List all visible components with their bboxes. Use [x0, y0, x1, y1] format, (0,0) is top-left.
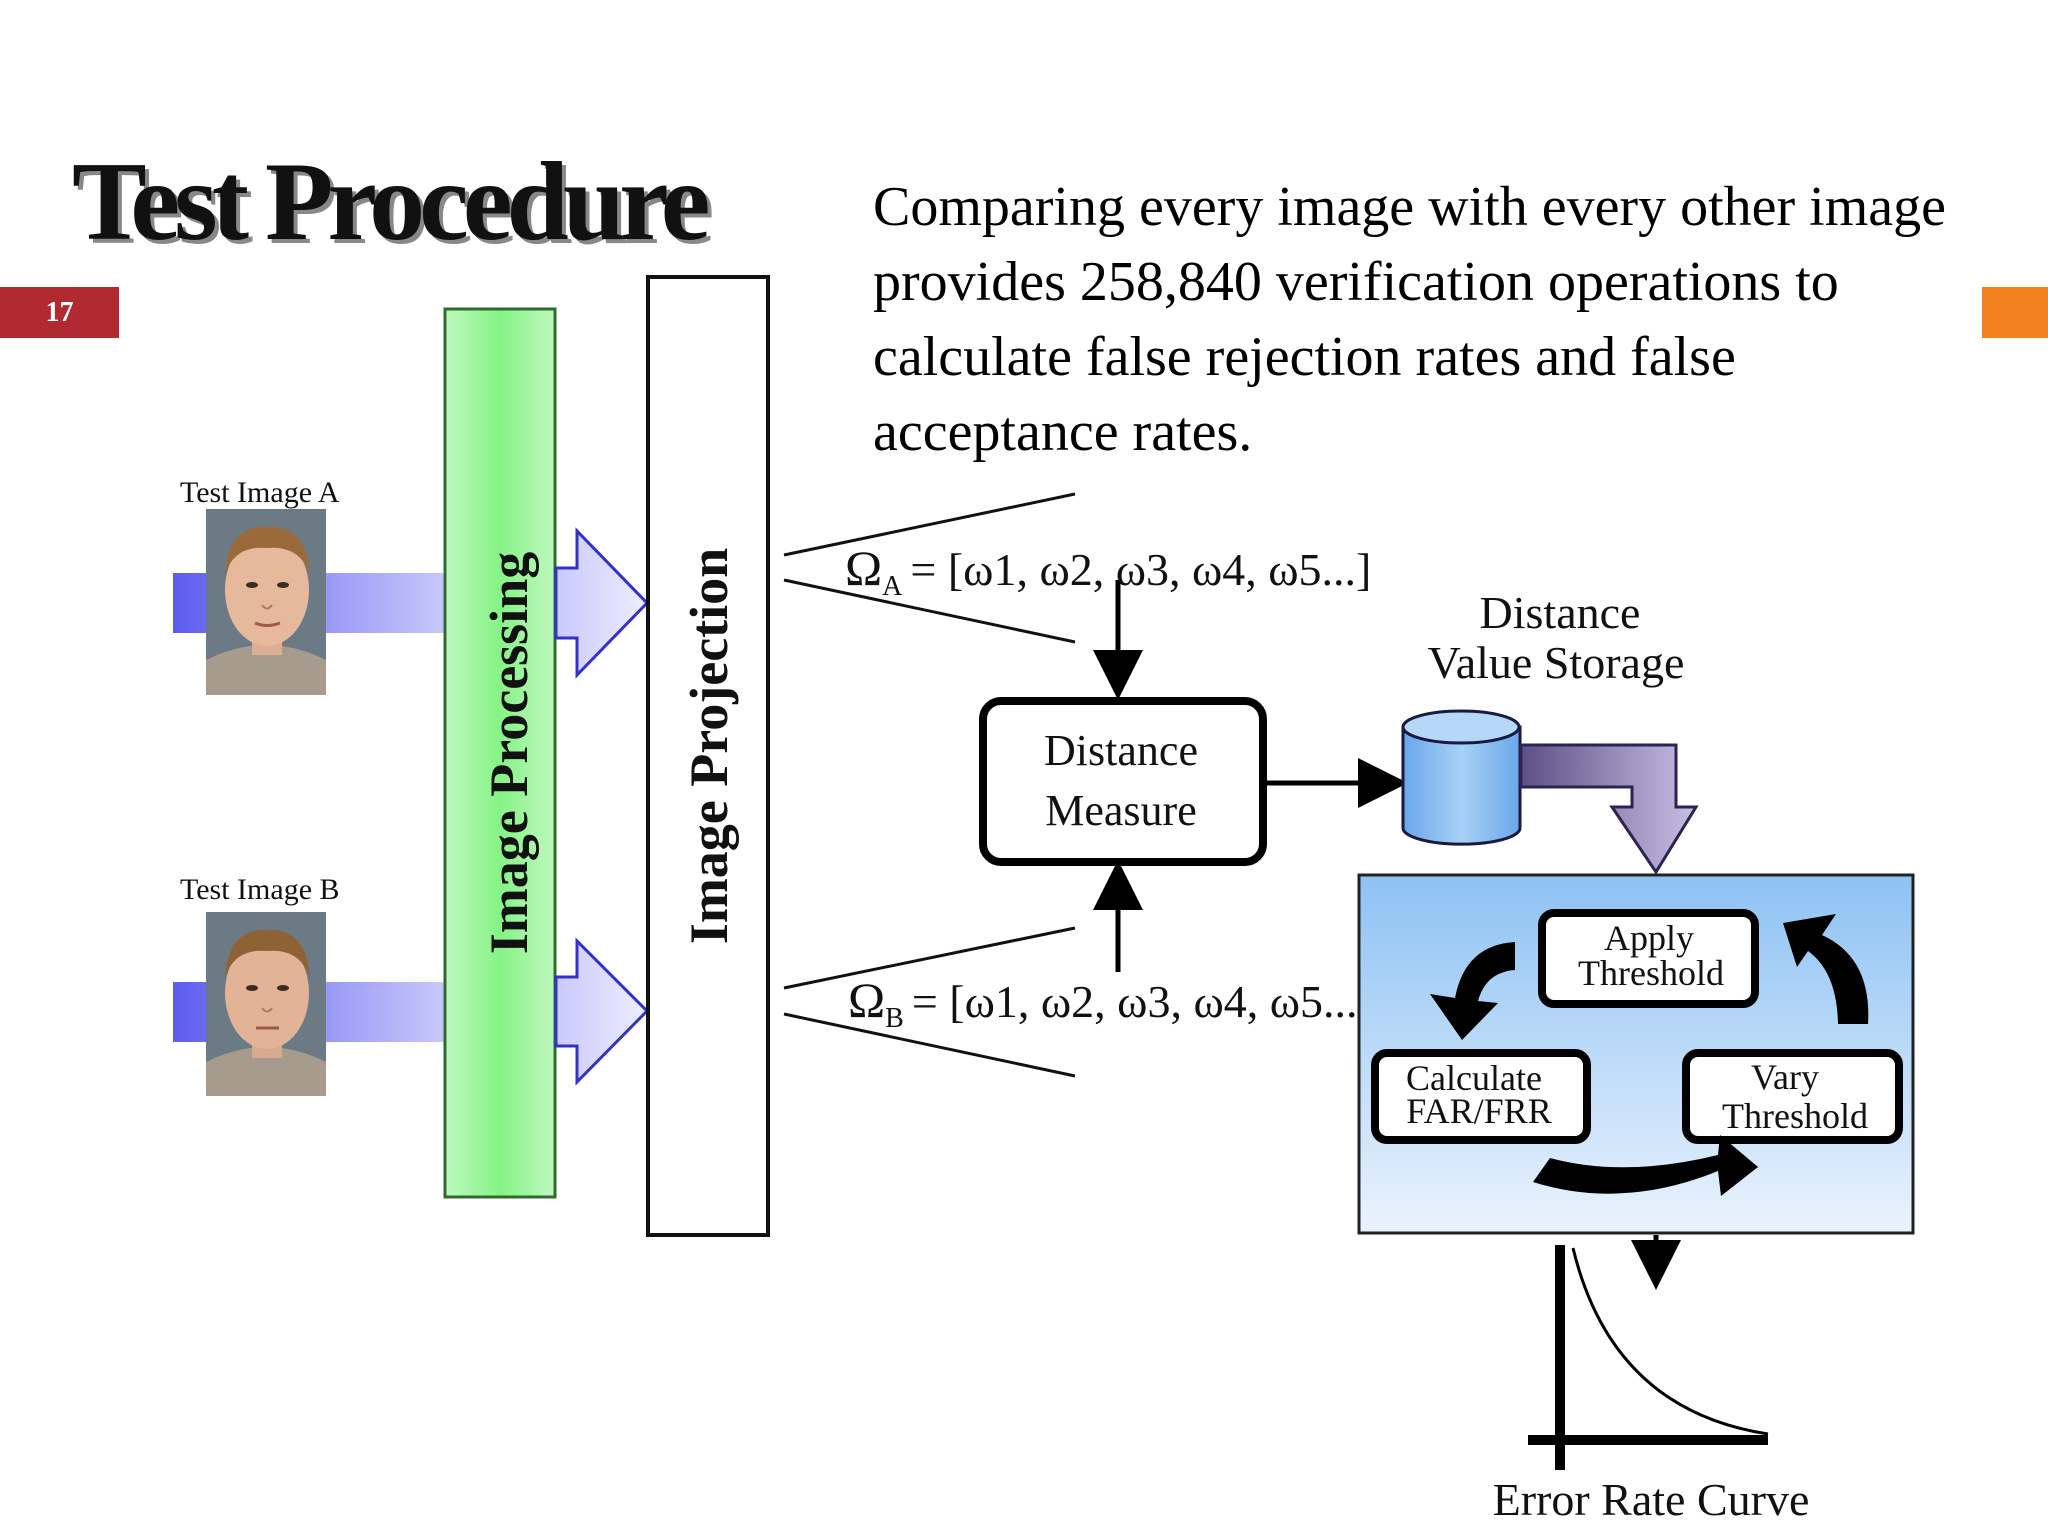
calculate-far-frr-box	[1371, 1049, 1591, 1144]
slide-number-badge: 17	[0, 287, 119, 338]
apply-threshold-label-line2: Threshold	[1578, 953, 1724, 993]
test-image-a-label: Test Image A	[180, 476, 340, 509]
calculate-label-line2: FAR/FRR	[1406, 1091, 1551, 1131]
error-rate-curve-label: Error Rate Curve	[1493, 1474, 1810, 1525]
error-rate-curve-graph	[1528, 1245, 1769, 1470]
storage-cylinder-icon	[1401, 709, 1522, 846]
storage-label-line1: Distance	[1480, 587, 1641, 638]
vary-threshold-box	[1682, 1049, 1903, 1144]
omega-b-fan-lines	[783, 926, 1076, 1078]
image-processing-block	[443, 307, 557, 1199]
storage-to-threshold-arrow	[1519, 743, 1699, 875]
threshold-cycle-arrows	[1430, 914, 1869, 1196]
apply-threshold-label-line1: Apply	[1604, 918, 1694, 958]
slide-description: Comparing every image with every other i…	[873, 176, 1946, 463]
face-image-b	[206, 912, 326, 1096]
omega-a-fan-lines	[783, 492, 1076, 644]
apply-threshold-box	[1538, 909, 1759, 1008]
image-processing-label: Image Processing	[479, 552, 539, 954]
image-projection-label: Image Projection	[679, 548, 739, 944]
accent-bar	[1982, 287, 2048, 338]
calculate-label-line1: Calculate	[1406, 1058, 1542, 1098]
vary-threshold-label-line1: Vary	[1751, 1057, 1819, 1097]
storage-label-line2: Value Storage	[1428, 637, 1685, 688]
slide-title: Test Procedure	[72, 140, 711, 264]
processing-to-projection-arrow-a	[554, 527, 650, 679]
image-projection-block	[646, 275, 770, 1237]
face-image-a	[206, 509, 326, 695]
distance-measure-label-line2: Measure	[1045, 786, 1197, 835]
distance-measure-label-line1: Distance	[1044, 726, 1198, 775]
vary-threshold-label-line2: Threshold	[1722, 1096, 1868, 1136]
omega-a-vector: ΩA= [ω1, ω2, ω3, ω4, ω5...]	[845, 540, 1371, 602]
omega-b-vector: ΩB= [ω1, ω2, ω3, ω4, ω5...]	[848, 972, 1373, 1034]
distance-measure-box	[979, 697, 1267, 866]
processing-to-projection-arrow-b	[554, 937, 650, 1086]
test-image-b-label: Test Image B	[180, 873, 340, 906]
